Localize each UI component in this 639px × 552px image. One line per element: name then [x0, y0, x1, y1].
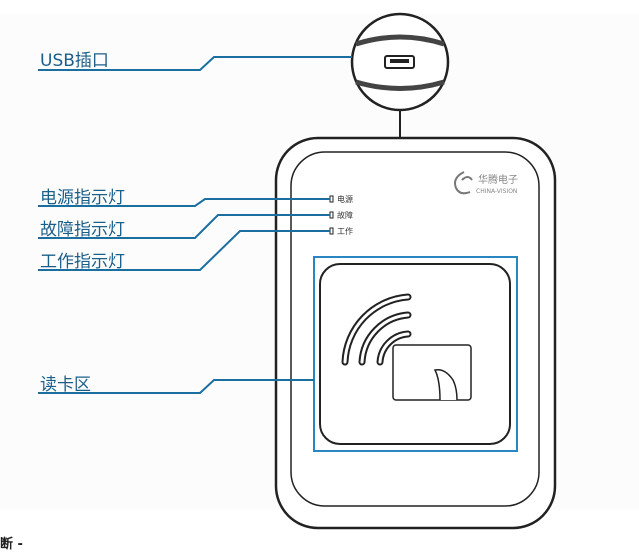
callout-lines: [38, 56, 352, 394]
brand-logo: 华腾电子 CHINA-VISION: [454, 171, 518, 195]
fault-indicator-label: 故障指示灯: [40, 220, 125, 240]
reading-zone-highlight: [313, 256, 518, 452]
fault-callout-line: [38, 214, 330, 239]
work-indicator-label: 工作指示灯: [40, 252, 125, 272]
brand-logo-en: CHINA-VISION: [476, 188, 517, 195]
reading-area-label: 读卡区: [40, 375, 91, 395]
usb-port-label: USB插口: [40, 51, 109, 71]
brand-logo-cn: 华腾电子: [478, 173, 518, 186]
fault-led-label: 故障: [337, 211, 353, 220]
power-led-label: 电源: [337, 195, 353, 204]
usb-callout-line: [38, 56, 352, 71]
work-led-label: 工作: [337, 227, 353, 236]
power-indicator-label: 电源指示灯: [40, 188, 125, 208]
wireless-waves-inner: [343, 295, 410, 364]
card-icon: [392, 344, 472, 401]
power-callout-line: [38, 198, 330, 207]
work-callout-line: [38, 230, 330, 271]
footer-text: 断 -: [0, 537, 23, 552]
reader-callout-line: [38, 379, 314, 394]
usb-port-magnified: [350, 12, 450, 112]
